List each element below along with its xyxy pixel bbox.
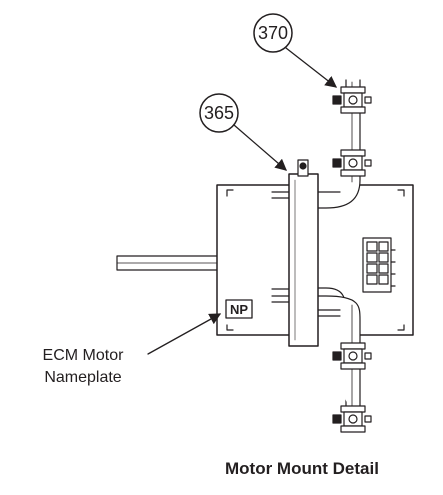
callout-370 [253, 13, 293, 53]
grommet-top-2 [332, 149, 372, 177]
callout-365-label: 365 [204, 103, 234, 123]
nameplate-label-line2: Nameplate [44, 369, 121, 386]
belly-band [288, 159, 319, 347]
motor-connector [362, 237, 396, 293]
callout-370-label: 370 [258, 23, 288, 43]
motor-shaft [116, 255, 220, 271]
callout-365 [199, 93, 239, 133]
leader-nameplate [147, 313, 222, 355]
grommet-bottom-2 [332, 405, 372, 433]
nameplate-label-line1: ECM Motor [43, 347, 125, 364]
nameplate-box [225, 299, 253, 319]
diagram-caption: Motor Mount Detail [225, 459, 379, 478]
grommet-top-1 [332, 86, 372, 114]
nameplate-tag: NP [230, 302, 248, 317]
leader-365 [233, 124, 287, 171]
grommet-bottom-1 [332, 342, 372, 370]
leader-370 [285, 47, 338, 88]
